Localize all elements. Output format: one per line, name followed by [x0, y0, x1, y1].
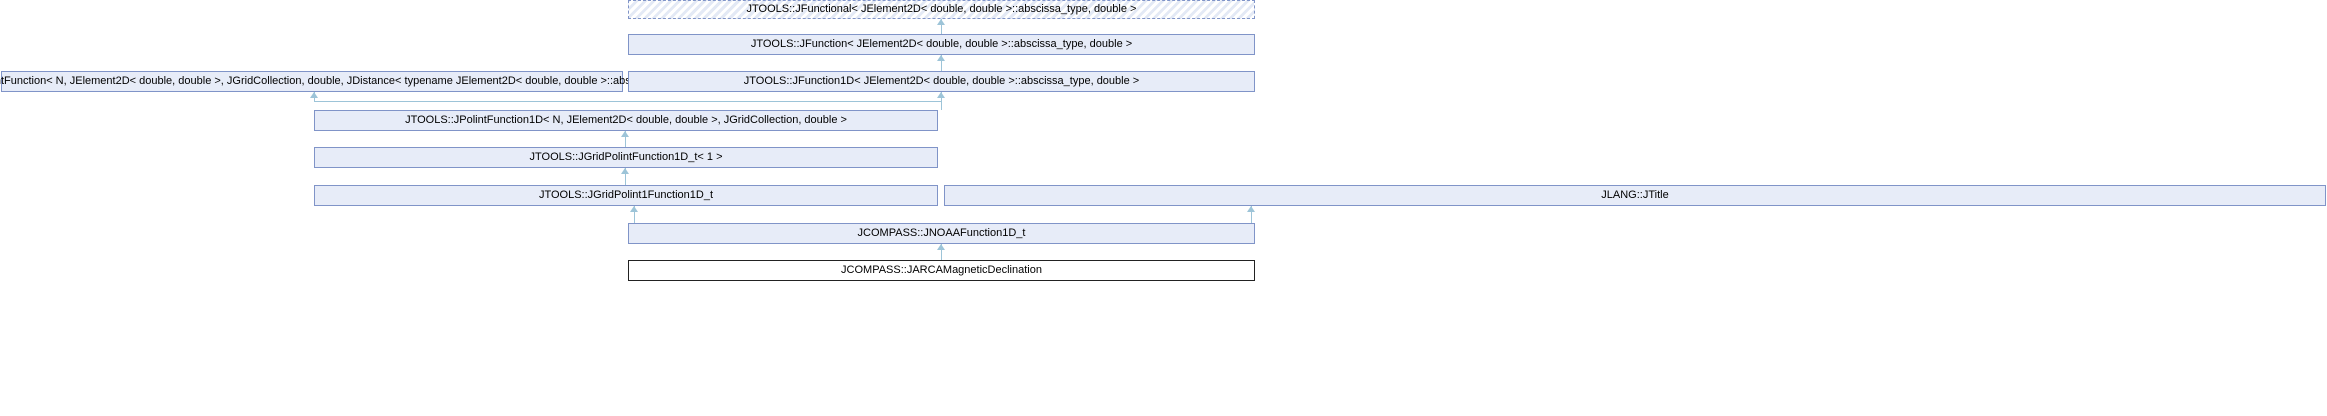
- class-node-label: JTOOLS::JFunction1D< JElement2D< double,…: [743, 75, 1140, 87]
- class-node-jgridpolintfunction1d-t[interactable]: JTOOLS::JGridPolintFunction1D_t< 1 >: [314, 147, 938, 168]
- edge-jnoaafunction1d-to-jgridpolint1function1d: [634, 206, 635, 223]
- edge-jgridpolint1function1d-to-jgridpolintfunction1d: [625, 168, 626, 185]
- class-node-jfunctional[interactable]: JTOOLS::JFunctional< JElement2D< double,…: [628, 0, 1255, 19]
- class-node-jarcamagneticdeclination[interactable]: JCOMPASS::JARCAMagneticDeclination: [628, 260, 1255, 281]
- class-node-label: JTOOLS::JGridPolint1Function1D_t: [538, 189, 714, 201]
- edge-jarcamagneticdeclination-to-jnoaafunction1d: [941, 244, 942, 260]
- class-node-jnoaafunction1d-t[interactable]: JCOMPASS::JNOAAFunction1D_t: [628, 223, 1255, 244]
- arrowhead-icon: [310, 92, 318, 98]
- class-node-jpolintfunction1d[interactable]: JTOOLS::JPolintFunction1D< N, JElement2D…: [314, 110, 938, 131]
- class-node-jfunction1d[interactable]: JTOOLS::JFunction1D< JElement2D< double,…: [628, 71, 1255, 92]
- edge-jfunction-to-jfunctional: [941, 19, 942, 34]
- arrowhead-icon: [937, 244, 945, 250]
- class-node-label: JTOOLS::JPolintFunction< N, JElement2D< …: [0, 75, 702, 87]
- class-node-label: JTOOLS::JFunction< JElement2D< double, d…: [750, 38, 1133, 50]
- class-node-label: JLANG::JTitle: [1601, 189, 1669, 201]
- arrowhead-icon: [1247, 206, 1255, 212]
- arrowhead-icon: [937, 19, 945, 25]
- arrowhead-icon: [630, 206, 638, 212]
- arrowhead-icon: [937, 92, 945, 98]
- edge-jgridpolintfunction1d-to-jpolintfunction1d: [625, 131, 626, 147]
- class-node-jtitle[interactable]: JLANG::JTitle: [944, 185, 2326, 206]
- class-node-label: JCOMPASS::JARCAMagneticDeclination: [841, 264, 1042, 276]
- class-node-label: JCOMPASS::JNOAAFunction1D_t: [857, 227, 1026, 239]
- arrowhead-icon: [621, 131, 629, 137]
- arrowhead-icon: [937, 55, 945, 61]
- class-node-jfunction[interactable]: JTOOLS::JFunction< JElement2D< double, d…: [628, 34, 1255, 55]
- edge-jfunction1d-to-jfunction: [941, 55, 942, 71]
- edge-jnoaafunction1d-to-jtitle: [1251, 206, 1252, 223]
- class-node-jpolintfunction[interactable]: JTOOLS::JPolintFunction< N, JElement2D< …: [0, 71, 702, 92]
- class-node-label: JTOOLS::JGridPolintFunction1D_t< 1 >: [529, 151, 723, 163]
- class-node-jgridpolint1function1d-t[interactable]: JTOOLS::JGridPolint1Function1D_t: [314, 185, 938, 206]
- edge-jpolintfunction1d-to-jpolintfunction-horizontal: [314, 101, 942, 102]
- class-node-label: JTOOLS::JFunctional< JElement2D< double,…: [746, 3, 1137, 15]
- arrowhead-icon: [621, 168, 629, 174]
- edge-jpolintfunction1d-to-jpolintfunction-riser: [941, 101, 942, 110]
- class-node-label: JTOOLS::JPolintFunction1D< N, JElement2D…: [405, 114, 847, 126]
